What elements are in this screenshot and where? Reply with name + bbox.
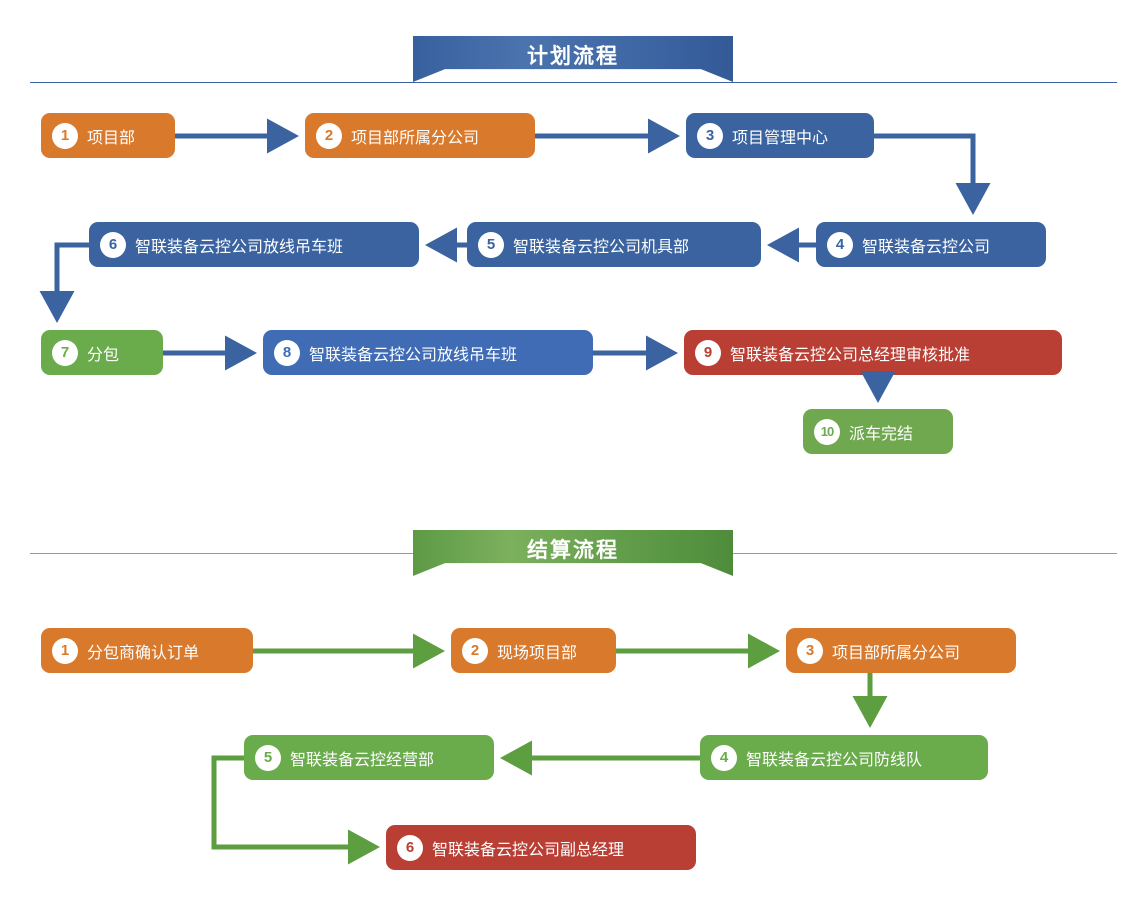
plan-node-7[interactable]: 7 分包 <box>41 330 163 375</box>
plan-node-5-label: 智联装备云控公司机具部 <box>513 238 690 256</box>
settlement-section-title: 结算流程 <box>527 539 619 562</box>
plan-node-10-number: 10 <box>814 418 840 445</box>
plan-node-6-label: 智联装备云控公司放线吊车班 <box>135 238 344 256</box>
plan-node-1[interactable]: 1 项目部 <box>41 113 175 158</box>
plan-node-7-label: 分包 <box>87 346 120 364</box>
plan-node-5-number: 5 <box>478 231 504 258</box>
plan-node-8[interactable]: 8 智联装备云控公司放线吊车班 <box>263 330 593 375</box>
settlement-node-1[interactable]: 1 分包商确认订单 <box>41 628 253 673</box>
settlement-node-1-number: 1 <box>52 637 78 664</box>
settlement-node-3[interactable]: 3 项目部所属分公司 <box>786 628 1016 673</box>
plan-node-1-number: 1 <box>52 122 78 149</box>
plan-node-2-label: 项目部所属分公司 <box>351 129 480 147</box>
plan-banner-rule <box>30 82 1117 83</box>
settlement-node-5-number: 5 <box>255 744 281 771</box>
plan-node-3[interactable]: 3 项目管理中心 <box>686 113 874 158</box>
settlement-node-3-label: 项目部所属分公司 <box>832 644 961 662</box>
settlement-node-2-number: 2 <box>462 637 488 664</box>
plan-node-4-number: 4 <box>827 231 853 258</box>
settlement-node-3-number: 3 <box>797 637 823 664</box>
settlement-node-1-label: 分包商确认订单 <box>87 644 200 662</box>
plan-node-7-number: 7 <box>52 339 78 366</box>
settlement-node-5-label: 智联装备云控经营部 <box>290 751 435 769</box>
settlement-node-4[interactable]: 4 智联装备云控公司防线队 <box>700 735 988 780</box>
plan-node-1-label: 项目部 <box>87 129 136 147</box>
settlement-section-banner: 结算流程 <box>413 530 733 576</box>
plan-node-9-label: 智联装备云控公司总经理审核批准 <box>730 346 971 364</box>
plan-arrow-6-to-7 <box>39 242 89 323</box>
plan-section-banner: 计划流程 <box>413 36 733 82</box>
plan-node-6[interactable]: 6 智联装备云控公司放线吊车班 <box>89 222 419 267</box>
plan-node-4[interactable]: 4 智联装备云控公司 <box>816 222 1046 267</box>
plan-node-2-number: 2 <box>316 122 342 149</box>
plan-node-3-label: 项目管理中心 <box>732 129 829 147</box>
plan-node-8-number: 8 <box>274 339 300 366</box>
plan-node-2[interactable]: 2 项目部所属分公司 <box>305 113 535 158</box>
settlement-node-4-label: 智联装备云控公司防线队 <box>746 751 923 769</box>
plan-node-6-number: 6 <box>100 231 126 258</box>
settlement-node-4-number: 4 <box>711 744 737 771</box>
plan-node-4-label: 智联装备云控公司 <box>862 238 991 256</box>
plan-node-9-number: 9 <box>695 339 721 366</box>
settlement-node-6[interactable]: 6 智联装备云控公司副总经理 <box>386 825 696 870</box>
plan-node-5[interactable]: 5 智联装备云控公司机具部 <box>467 222 761 267</box>
settlement-node-2-label: 现场项目部 <box>497 644 578 662</box>
plan-arrow-3-to-4 <box>874 133 991 215</box>
plan-node-9[interactable]: 9 智联装备云控公司总经理审核批准 <box>684 330 1062 375</box>
plan-node-3-number: 3 <box>697 122 723 149</box>
plan-section-title: 计划流程 <box>527 45 619 68</box>
settlement-node-2[interactable]: 2 现场项目部 <box>451 628 616 673</box>
plan-node-10-label: 派车完结 <box>849 425 914 443</box>
settlement-node-6-number: 6 <box>397 834 423 861</box>
settlement-node-5[interactable]: 5 智联装备云控经营部 <box>244 735 494 780</box>
settlement-node-6-label: 智联装备云控公司副总经理 <box>432 841 625 859</box>
plan-node-10[interactable]: 10 派车完结 <box>803 409 953 454</box>
plan-node-8-label: 智联装备云控公司放线吊车班 <box>309 346 518 364</box>
